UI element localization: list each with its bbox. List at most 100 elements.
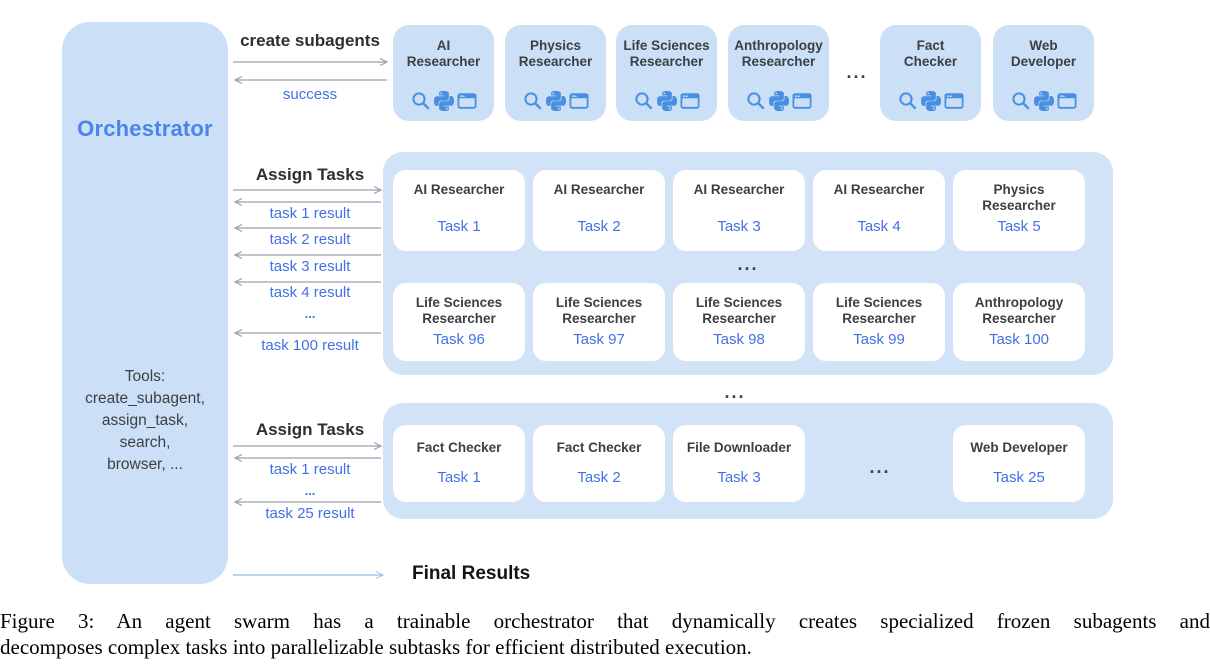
python-icon bbox=[1034, 91, 1054, 111]
pool-cards-ellipsis: ... bbox=[869, 457, 891, 477]
task-pool-researchers: AI Researcher Task 1 AI Researcher Task … bbox=[383, 152, 1113, 375]
search-icon bbox=[1011, 91, 1031, 111]
task-card: Life Sciences Researcher Task 98 bbox=[673, 283, 805, 361]
task-card-title: AI Researcher bbox=[693, 182, 785, 197]
python-icon bbox=[657, 91, 677, 111]
task-card: Life Sciences Researcher Task 99 bbox=[813, 283, 945, 361]
task-result-label: task 100 result bbox=[261, 337, 359, 354]
browser-icon bbox=[569, 91, 589, 111]
task-card-task: Task 100 bbox=[988, 331, 1050, 348]
subagent-box-anthropology-researcher: Anthropology Researcher bbox=[728, 25, 829, 121]
subagent-tools-icons bbox=[728, 91, 829, 111]
task-card-title: Life Sciences Researcher bbox=[835, 295, 923, 326]
task-card-title: Life Sciences Researcher bbox=[415, 295, 503, 326]
figure-caption-line-2: decomposes complex tasks into paralleliz… bbox=[0, 635, 752, 659]
between-pools-ellipsis: ... bbox=[724, 382, 746, 402]
subagent-name-line: Life Sciences bbox=[623, 38, 710, 53]
task-card-task: Task 4 bbox=[857, 218, 901, 235]
task-card-title: Anthropology Researcher bbox=[974, 295, 1064, 326]
task-result-label: task 1 result bbox=[269, 461, 351, 478]
task-card: Life Sciences Researcher Task 96 bbox=[393, 283, 525, 361]
task-card-title: AI Researcher bbox=[833, 182, 925, 197]
task-card-task: Task 98 bbox=[713, 331, 765, 348]
task-card-task: Task 96 bbox=[433, 331, 485, 348]
browser-icon bbox=[792, 91, 812, 111]
task-card-task: Task 2 bbox=[577, 469, 621, 486]
task-card: AI Researcher Task 4 bbox=[813, 170, 945, 251]
results-ellipsis: ... bbox=[304, 483, 316, 498]
create-subagents-label: create subagents bbox=[240, 31, 380, 50]
task-result-label: task 3 result bbox=[269, 258, 351, 275]
search-icon bbox=[411, 91, 431, 111]
search-icon bbox=[523, 91, 543, 111]
task-card: Fact Checker Task 1 bbox=[393, 425, 525, 502]
task-card-task: Task 1 bbox=[437, 469, 481, 486]
task-card-title: Fact Checker bbox=[416, 440, 502, 455]
final-results-label: Final Results bbox=[412, 563, 531, 584]
task-result-label: task 2 result bbox=[269, 231, 351, 248]
tools-line: assign_task, bbox=[101, 412, 189, 429]
task-card-task: Task 5 bbox=[997, 218, 1041, 235]
subagent-name-line: Researcher bbox=[518, 54, 593, 69]
task-card-title: Web Developer bbox=[970, 440, 1068, 455]
task-card-task: Task 1 bbox=[437, 218, 481, 235]
subagent-name-line: Web bbox=[1029, 38, 1058, 53]
task-card-task: Task 3 bbox=[717, 218, 761, 235]
success-label: success bbox=[282, 86, 338, 103]
search-icon bbox=[746, 91, 766, 111]
python-icon bbox=[921, 91, 941, 111]
subagent-name: Life Sciences Researcher bbox=[616, 25, 717, 70]
subagent-box-ai-researcher: AI Researcher bbox=[393, 25, 494, 121]
task-card: Physics Researcher Task 5 bbox=[953, 170, 1085, 251]
orchestrator-tools-list: Tools: create_subagent, assign_task, sea… bbox=[62, 366, 228, 476]
subagent-name-line: Researcher bbox=[629, 54, 704, 69]
task-card: Life Sciences Researcher Task 97 bbox=[533, 283, 665, 361]
results-ellipsis: ... bbox=[304, 306, 316, 321]
tools-line: search, bbox=[119, 434, 171, 451]
orchestrator-title: Orchestrator bbox=[77, 116, 213, 141]
python-icon bbox=[546, 91, 566, 111]
subagent-name-line: Physics bbox=[529, 38, 582, 53]
subagent-tools-icons bbox=[393, 91, 494, 111]
task-card-title: Fact Checker bbox=[556, 440, 642, 455]
tools-line: browser, ... bbox=[107, 456, 183, 473]
task-card: File Downloader Task 3 bbox=[673, 425, 805, 502]
subagent-name-line: Anthropology bbox=[734, 38, 823, 53]
task-card-task: Task 3 bbox=[717, 469, 761, 486]
orchestrator-box: Orchestrator Tools: create_subagent, ass… bbox=[62, 22, 228, 584]
python-icon bbox=[434, 91, 454, 111]
browser-icon bbox=[1057, 91, 1077, 111]
subagent-name-line: Fact bbox=[916, 38, 945, 53]
task-result-label: task 4 result bbox=[269, 284, 351, 301]
browser-icon bbox=[457, 91, 477, 111]
assign-tasks-label-1: Assign Tasks bbox=[255, 165, 365, 184]
python-icon bbox=[769, 91, 789, 111]
task-card: AI Researcher Task 3 bbox=[673, 170, 805, 251]
task-card-task: Task 99 bbox=[853, 331, 905, 348]
task-card-title: File Downloader bbox=[686, 440, 792, 455]
task-card: AI Researcher Task 1 bbox=[393, 170, 525, 251]
subagent-name: Web Developer bbox=[993, 25, 1094, 70]
task-card-title: AI Researcher bbox=[413, 182, 505, 197]
subagent-tools-icons bbox=[880, 91, 981, 111]
task-card: AI Researcher Task 2 bbox=[533, 170, 665, 251]
subagent-name: Physics Researcher bbox=[505, 25, 606, 70]
subagent-name-line: Developer bbox=[1010, 54, 1077, 69]
subagent-name: Anthropology Researcher bbox=[728, 25, 829, 70]
browser-icon bbox=[680, 91, 700, 111]
task-card: Web Developer Task 25 bbox=[953, 425, 1085, 502]
subagent-box-life-sciences-researcher: Life Sciences Researcher bbox=[616, 25, 717, 121]
subagent-box-physics-researcher: Physics Researcher bbox=[505, 25, 606, 121]
pool-rows-ellipsis: ... bbox=[737, 254, 759, 274]
subagent-tools-icons bbox=[993, 91, 1094, 111]
task-card-title: Physics Researcher bbox=[982, 182, 1056, 213]
subagent-name-line: Researcher bbox=[406, 54, 481, 69]
subagent-name: Fact Checker bbox=[880, 25, 981, 70]
subagent-name-line: Checker bbox=[903, 54, 958, 69]
task-card: Anthropology Researcher Task 100 bbox=[953, 283, 1085, 361]
subagent-name: AI Researcher bbox=[393, 25, 494, 70]
assign-tasks-label-2: Assign Tasks bbox=[255, 420, 365, 439]
task-pool-checkers: Fact Checker Task 1 Fact Checker Task 2 … bbox=[383, 403, 1113, 519]
